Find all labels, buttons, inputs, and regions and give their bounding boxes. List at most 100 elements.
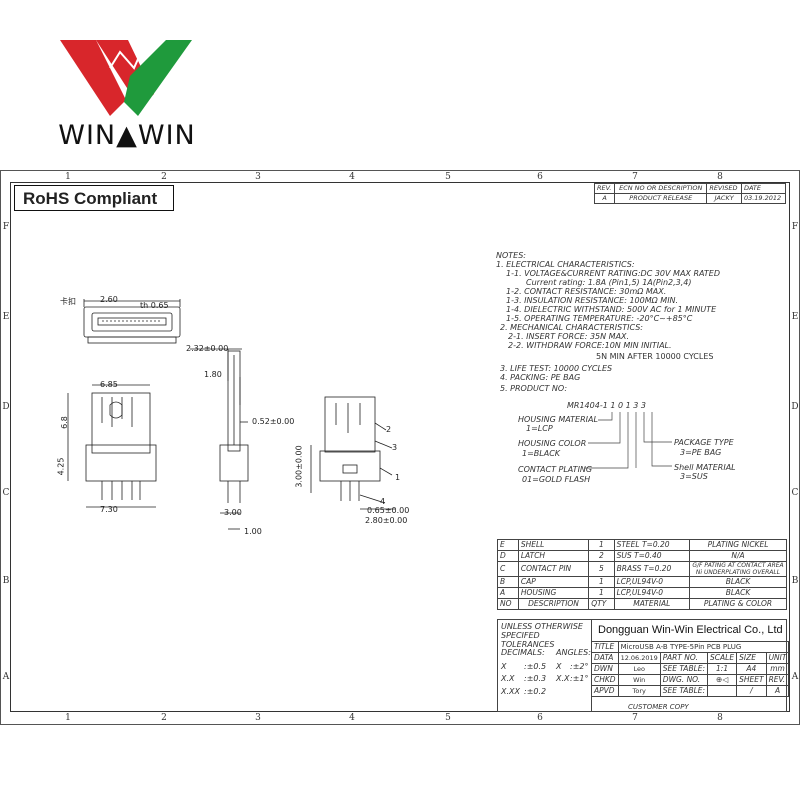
dim-1-80: 1.80 xyxy=(204,370,222,379)
tol-x-ang: X xyxy=(556,662,562,671)
title-value: MicroUSB A-B TYPE-5Pin PCB PLUG xyxy=(617,641,790,653)
bom-header-no: NO xyxy=(497,598,519,610)
rev-row-rev: A xyxy=(593,193,616,204)
bom-header-desc: DESCRIPTION xyxy=(517,598,590,610)
blank-cell xyxy=(707,685,738,697)
rev-header-rev: REV. xyxy=(593,183,616,194)
projection-icon: ⊕◁ xyxy=(707,674,738,686)
grid-column-number: 4 xyxy=(349,172,355,182)
rev-label: REV. xyxy=(765,674,790,686)
grid-row-letter: C xyxy=(791,488,799,498)
bom-cell-letter: E xyxy=(497,539,519,551)
part-no-label: PART NO. xyxy=(659,652,708,664)
bom-cell-material: STEEL T=0.20 xyxy=(613,539,691,551)
tol-x-ang-val: :±2° xyxy=(570,662,589,671)
dwn-value: Leo xyxy=(617,663,661,675)
note-line: 1-5. OPERATING TEMPERATURE: -20°C~+85°C xyxy=(506,314,693,323)
grid-column-number: 6 xyxy=(537,172,543,182)
bom-cell-desc: CONTACT PIN xyxy=(517,561,590,577)
tol-x: X xyxy=(501,662,507,671)
bom-cell-desc: SHELL xyxy=(517,539,590,551)
bom-cell-plating: BLACK xyxy=(689,587,787,599)
bom-cell-material: LCP,UL94V-0 xyxy=(613,576,691,588)
note-line: 1-2. CONTACT RESISTANCE: 30mΩ MAX. xyxy=(506,287,667,296)
callout-1: 1 xyxy=(395,473,401,482)
bom-header-qty: QTY xyxy=(588,598,615,610)
grid-column-number: 5 xyxy=(445,172,451,182)
grid-column-number: 6 xyxy=(537,713,543,723)
bom-cell-plating: N/A xyxy=(689,550,787,562)
tol-xx-ang-val: :±1° xyxy=(570,674,589,683)
grid-row-letter: A xyxy=(2,672,10,682)
grid-column-number: 5 xyxy=(445,713,451,723)
dim-2-80: 2.80±0.00 xyxy=(365,516,408,525)
dim-0-52: 0.52±0.00 xyxy=(252,417,295,426)
note-line: NOTES: xyxy=(496,251,526,260)
grid-column-number: 7 xyxy=(632,713,638,723)
data-value: 12.06.2019 xyxy=(617,652,661,664)
bom-cell-desc: CAP xyxy=(517,576,590,588)
tol-xx: X.X xyxy=(501,674,515,683)
grid-column-number: 3 xyxy=(255,172,261,182)
dim-2-60: 2.60 xyxy=(100,295,118,304)
note-line: 4. PACKING: PE BAG xyxy=(500,373,581,382)
note-line: 5N MIN AFTER 10000 CYCLES xyxy=(596,352,714,361)
rev-row-desc: PRODUCT RELEASE xyxy=(614,193,708,204)
package-type-value: 3=PE BAG xyxy=(680,448,722,457)
bom-cell-letter: D xyxy=(497,550,519,562)
dim-7-30: 7.30 xyxy=(100,505,118,514)
tol-xx-val: :±0.3 xyxy=(524,674,547,683)
bom-cell-letter: A xyxy=(497,587,519,599)
dim-th-0-65: th 0.65 xyxy=(140,301,169,310)
bom-cell-letter: C xyxy=(497,561,519,577)
title-block: UNLESS OTHERWISE SPECIFED TOLERANCES Don… xyxy=(497,619,790,712)
product-code: MR1404-1 1 0 1 3 3 xyxy=(567,401,646,410)
customer-copy-label: CUSTOMER COPY xyxy=(628,703,689,711)
chkd-value: Win xyxy=(617,674,661,686)
dim-0-65: 0.65±0.00 xyxy=(367,506,410,515)
dim-4-25: 4.25 xyxy=(56,457,66,476)
dim-2-32: 2.32±0.00 xyxy=(186,344,229,353)
angles-label: ANGLES: xyxy=(556,648,591,657)
note-line: 1. ELECTRICAL CHARACTERISTICS: xyxy=(496,260,635,269)
grid-column-number: 3 xyxy=(255,713,261,723)
note-line: 2. MECHANICAL CHARACTERISTICS: xyxy=(500,323,643,332)
rev-value: A xyxy=(765,685,790,697)
grid-row-letter: B xyxy=(791,576,799,586)
note-line: 3. LIFE TEST: 10000 CYCLES xyxy=(500,364,613,373)
bom-cell-letter: B xyxy=(497,576,519,588)
note-line: 2-1. INSERT FORCE: 35N MAX. xyxy=(508,332,630,341)
grid-column-number: 1 xyxy=(65,713,71,723)
tol-xx-ang: X.X xyxy=(556,674,570,683)
dwg-no-value: SEE TABLE: xyxy=(659,685,709,697)
unit-value: mm xyxy=(765,663,790,675)
grid-row-letter: F xyxy=(791,222,799,232)
grid-row-letter: D xyxy=(2,402,10,412)
callout-3: 3 xyxy=(392,443,398,452)
mechanical-views xyxy=(67,299,395,530)
sheet-value: / xyxy=(736,685,767,697)
grid-row-letter: D xyxy=(791,402,799,412)
bom-cell-qty: 1 xyxy=(588,587,615,599)
package-type-label: PACKAGE TYPE xyxy=(674,438,734,447)
tol-x-val: :±0.5 xyxy=(524,662,547,671)
part-no-value: SEE TABLE: xyxy=(659,663,709,675)
tol-xxx: X.XX xyxy=(501,687,520,696)
note-line: 1-4. DIELECTRIC WITHSTAND: 500V AC for 1… xyxy=(506,305,717,314)
shell-material-label: Shell MATERIAL xyxy=(674,463,736,472)
housing-color-label: HOUSING COLOR xyxy=(518,439,587,448)
bom-cell-desc: LATCH xyxy=(517,550,590,562)
bom-cell-material: BRASS T=0.20 xyxy=(613,561,691,577)
drawing-border xyxy=(10,182,790,712)
size-label: SIZE xyxy=(736,652,767,664)
title-label: TITLE xyxy=(591,641,619,653)
dim-3-00: 3.00 xyxy=(224,508,242,517)
dim-latch-note: 卡扣 xyxy=(60,297,76,306)
grid-column-number: 2 xyxy=(161,172,167,182)
callout-4: 4 xyxy=(380,497,386,506)
bom-header-plating: PLATING & COLOR xyxy=(689,598,787,610)
contact-plating-label: CONTACT PLATING xyxy=(518,465,593,474)
